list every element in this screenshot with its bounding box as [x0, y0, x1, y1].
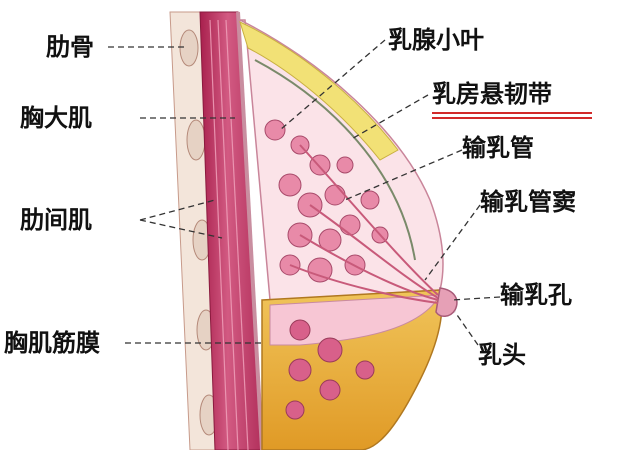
label-ribs: 肋骨 [46, 33, 94, 61]
muscle-fibers [209, 19, 249, 450]
label-nipple-pore: 输乳孔 [500, 281, 572, 309]
ducts [289, 144, 439, 304]
pectoralis-muscle [199, 11, 263, 450]
nipple [435, 287, 458, 317]
label-suspensory-ligament: 乳房悬韧带 [432, 80, 552, 108]
ligament-underline-2 [432, 117, 592, 119]
pectoral-fascia [236, 11, 264, 450]
label-nipple: 乳头 [478, 341, 526, 369]
label-lactiferous-duct: 输乳管 [462, 134, 534, 162]
label-pectoral-fascia: 胸肌筋膜 [4, 329, 100, 357]
ligament-underline-1 [432, 112, 592, 114]
suspensory-ligament [254, 59, 416, 261]
label-lactiferous-sinus: 输乳管窦 [480, 188, 576, 216]
upper-fat [239, 21, 399, 161]
label-mammary-lobule: 乳腺小叶 [388, 26, 484, 54]
label-pectoralis-major: 胸大肌 [20, 104, 92, 132]
leader-lines [108, 39, 501, 346]
label-intercostal-muscles: 肋间肌 [20, 206, 92, 234]
lower-lobules [285, 319, 375, 420]
